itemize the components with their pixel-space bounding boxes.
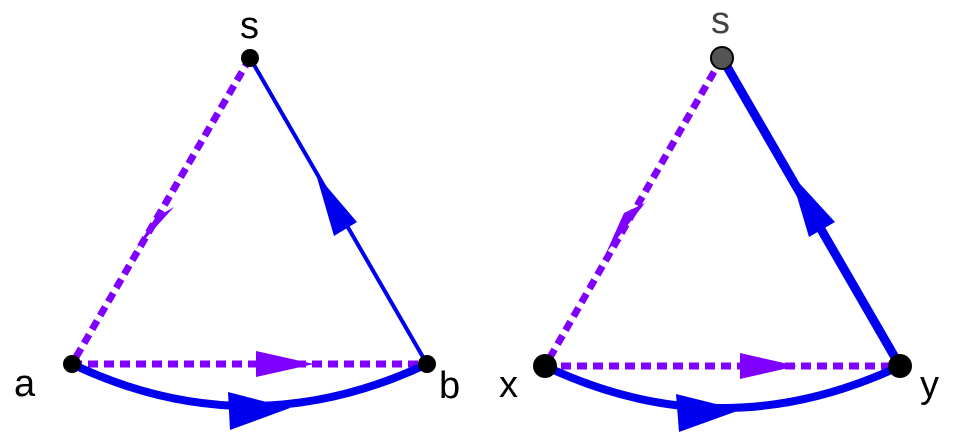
arrowhead-icon	[606, 203, 645, 253]
edge-x-to-y-dashed	[545, 353, 900, 379]
arrowhead-icon	[316, 174, 357, 236]
edge-y-to-s-solid	[718, 55, 904, 369]
arrowhead-icon	[676, 394, 740, 432]
edge-a-to-b-dashed	[72, 351, 427, 377]
arrowhead-icon	[136, 207, 174, 249]
node-y	[888, 354, 912, 378]
edge-x-to-y-curved	[543, 362, 902, 432]
node-s	[241, 49, 259, 67]
node-label-b: b	[439, 365, 460, 407]
node-s	[710, 46, 734, 70]
node-label-s: s	[711, 0, 730, 42]
arrowhead-icon	[256, 351, 314, 377]
node-label-y: y	[920, 364, 939, 406]
left-graph: s a b	[14, 5, 460, 430]
edge-s-to-x-dashed	[541, 56, 726, 368]
node-label-a: a	[14, 363, 36, 405]
edge-s-to-a-dashed	[68, 56, 254, 366]
arrowhead-icon	[740, 353, 797, 379]
right-graph: s x y	[499, 0, 939, 432]
node-label-s: s	[240, 5, 259, 47]
edge-a-to-b-curved	[70, 360, 429, 430]
arrowhead-icon	[228, 392, 290, 430]
node-x	[533, 354, 557, 378]
node-a	[63, 355, 81, 373]
node-b	[418, 355, 436, 373]
edge-b-to-s-solid	[248, 56, 429, 366]
arrowhead-icon	[790, 173, 835, 237]
node-label-x: x	[499, 364, 518, 406]
